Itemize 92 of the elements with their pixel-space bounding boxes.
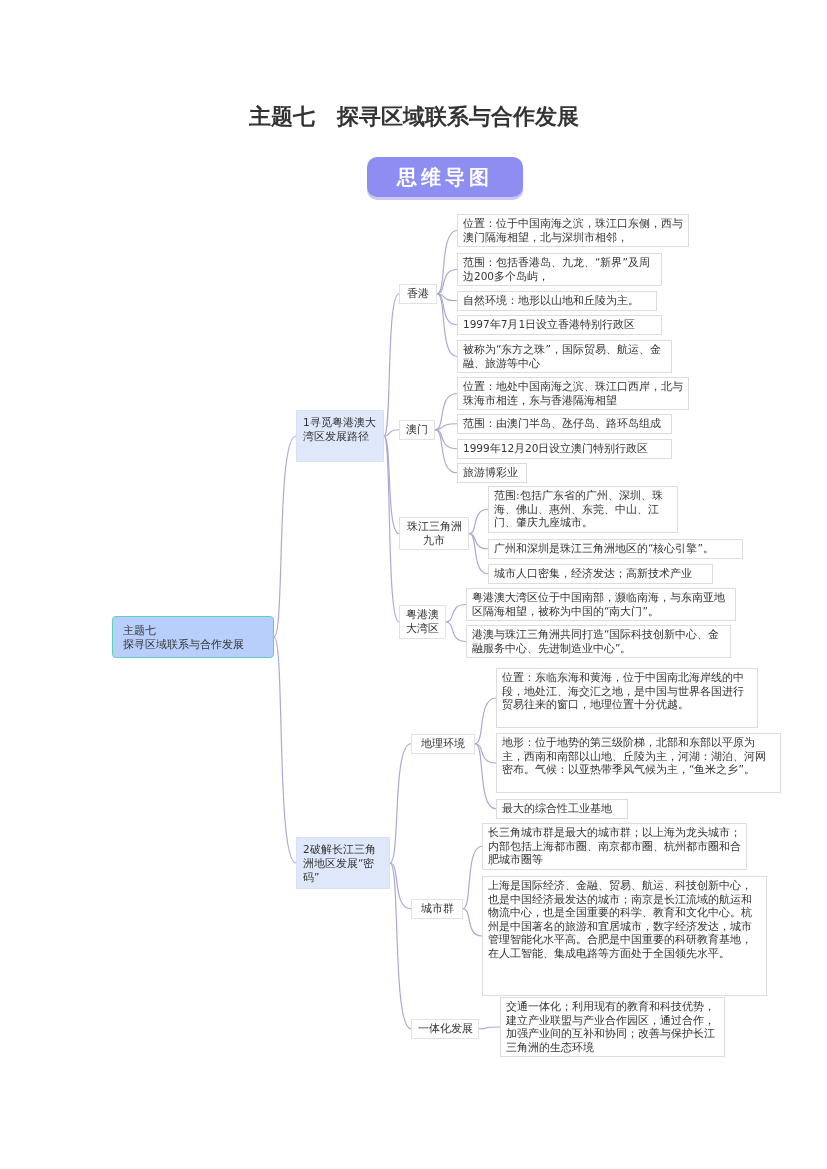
- node-text: 自然环境：地形以山地和丘陵为主。: [463, 294, 640, 308]
- node-text: 被称为“东方之珠”，国际贸易、航运、金融、旅游等中心: [463, 343, 662, 370]
- subtopic-box: [411, 1019, 479, 1039]
- connector: [445, 603, 467, 623]
- connector: [445, 621, 467, 643]
- node-text: 一体化发展: [416, 1022, 474, 1036]
- connector: [436, 268, 458, 295]
- detail-box: [482, 823, 747, 870]
- detail-box: [488, 539, 743, 559]
- detail-box: [466, 588, 736, 621]
- connector: [436, 293, 458, 326]
- subtopic-box: [411, 899, 463, 919]
- node-text: 1寻觅粤港澳大湾区发展路径: [303, 415, 377, 443]
- connector: [468, 532, 489, 575]
- node-text: 范围：由澳门半岛、氹仔岛、路环岛组成: [463, 417, 662, 431]
- detail-box: [457, 463, 527, 483]
- connector: [273, 435, 297, 638]
- connector: [436, 293, 458, 358]
- subtopic-box: [399, 517, 469, 550]
- detail-box: [496, 733, 781, 793]
- connector: [434, 423, 458, 431]
- detail-box: [457, 291, 657, 311]
- node-text: 长三角城市群是最大的城市群；以上海为龙头城市；内部包括上海都市圈、南京都市圈、杭州都市圈和合肥城市圈等: [488, 826, 741, 867]
- connector: [383, 293, 400, 437]
- title: 主题七 探寻区域联系与合作发展: [247, 102, 580, 131]
- detail-box: [457, 214, 689, 247]
- detail-box: [466, 625, 731, 658]
- connector: [474, 743, 497, 764]
- connector: [468, 532, 489, 550]
- connector: [468, 508, 489, 535]
- node-text: 港澳与珠江三角洲共同打造“国际科技创新中心、金融服务中心、先进制造业中心”。: [472, 628, 721, 655]
- node-text: 主题七: [123, 623, 157, 637]
- node-text: 交通一体化；利用现有的教育和科技优势，建立产业联盟与产业合作园区，通过合作，加强产业间的互补和协同；改善与保护长江三角洲的生态环境: [506, 1000, 716, 1054]
- branch-topic-box: [296, 410, 384, 462]
- banner-heading: [367, 157, 523, 197]
- node-text: 上海是国际经济、金融、贸易、航运、科技创新中心，也是中国经济最发达的城市；南京是长江流域的航运和物流中心，也是全国重要的科学、教育和文化中心。杭州是中国著名的旅游和宜居城市，数字经济发达，城市管理智能化水平高。合肥是中国重要的科研教育基地，在人工智能、集成电路等方面处于全国领先水平。: [488, 879, 753, 960]
- node-text: 粤港澳大湾区位于中国南部，濒临南海，与东南亚地区隔海相望，被称为中国的“南大门”。: [472, 591, 726, 618]
- connector: [436, 293, 458, 302]
- node-text: 城市群: [419, 902, 455, 916]
- connector: [389, 862, 412, 1030]
- node-text: 澳门: [405, 423, 429, 437]
- node-text: 城市人口密集，经济发达；高新技术产业: [494, 567, 693, 581]
- detail-box: [457, 439, 672, 459]
- detail-box: [457, 315, 662, 335]
- detail-box: [500, 997, 725, 1057]
- connector: [474, 743, 497, 810]
- detail-box: [457, 414, 672, 434]
- detail-box: [496, 799, 628, 819]
- subtopic-box: [411, 734, 475, 754]
- connector: [383, 435, 400, 623]
- node-text: 粤港澳大湾区: [405, 608, 440, 635]
- connector: [474, 697, 497, 745]
- node-text: 1999年12月20日设立澳门特别行政区: [463, 442, 650, 456]
- connector: [389, 862, 412, 910]
- node-text: 探寻区域联系与合作发展: [123, 637, 245, 651]
- subtopic-box: [399, 284, 437, 304]
- detail-box: [457, 253, 662, 286]
- detail-box: [457, 340, 672, 373]
- node-text: 珠江三角洲九市: [405, 520, 463, 547]
- detail-box: [488, 564, 713, 584]
- detail-box: [457, 377, 689, 410]
- node-text: 最大的综合性工业基地: [502, 802, 613, 816]
- node-text: 位置：位于中国南海之滨，珠江口东侧，西与澳门隔海相望，北与深圳市相邻，: [463, 217, 683, 244]
- connector: [478, 1026, 501, 1030]
- detail-box: [496, 668, 758, 728]
- central-topic-box: [112, 616, 274, 658]
- connector: [273, 636, 297, 864]
- connector: [434, 392, 458, 431]
- subtopic-box: [399, 605, 446, 639]
- connector: [436, 229, 458, 295]
- node-text: 范围:包括广东省的广州、深圳、珠海、佛山、惠州、东莞、中山、江门、肇庆九座城市。: [494, 489, 664, 530]
- node-text: 范围：包括香港岛、九龙、“新界”及周边200多个岛屿，: [463, 256, 651, 283]
- node-text: 地形：位于地势的第三级阶梯，北部和东部以平原为主，西南和南部以山地、丘陵为主，河湖：湖泊、河网密布。气候：以亚热带季风气候为主，“鱼米之乡”。: [502, 736, 767, 777]
- node-text: 地理环境: [420, 737, 466, 751]
- node-text: 位置：地处中国南海之滨、珠江口西岸，北与珠海市相连，东与香港隔海相望: [463, 380, 683, 407]
- node-text: 广州和深圳是珠江三角洲地区的“核心引擎”。: [494, 542, 715, 556]
- detail-box: [482, 876, 767, 996]
- connector: [389, 743, 412, 864]
- branch-topic-box: [296, 837, 390, 889]
- connector: [383, 429, 400, 437]
- node-text: 位置：东临东海和黄海，位于中国南北海岸线的中段，地处江、海交汇之地，是中国与世界各国进行贸易往来的窗口，地理位置十分优越。: [502, 671, 745, 712]
- connector: [383, 435, 400, 535]
- connector: [462, 908, 483, 937]
- connector: [462, 845, 483, 910]
- detail-box: [488, 486, 678, 533]
- node-text: 香港: [406, 287, 430, 301]
- node-text: 旅游博彩业: [463, 466, 519, 480]
- subtopic-box: [399, 420, 435, 440]
- connector: [434, 429, 458, 474]
- node-text: 2破解长江三角洲地区发展“密码”: [303, 842, 377, 884]
- node-text: 1997年7月1日设立香港特别行政区: [463, 318, 637, 332]
- node-text: 思维导图: [395, 164, 494, 191]
